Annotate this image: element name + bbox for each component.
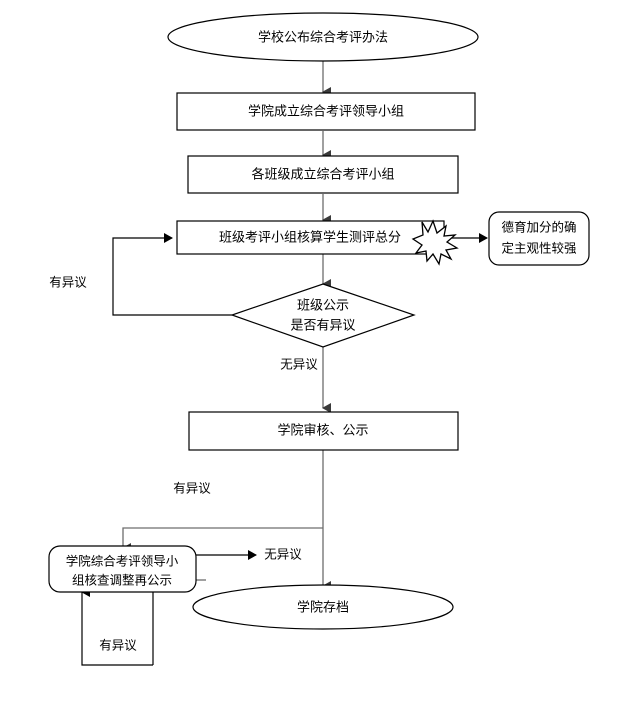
burst-icon — [411, 219, 459, 266]
node-note-moral-line2: 定主观性较强 — [501, 241, 577, 256]
node-end-label: 学院存档 — [297, 600, 349, 616]
node-college-review-label: 学院审核、公示 — [277, 423, 368, 439]
node-college-recheck-line1: 学院综合考评领导小 — [66, 554, 179, 569]
edge-label-no-objection-college: 无异议 — [264, 547, 302, 562]
node-class-publicity-line1: 班级公示 — [297, 299, 349, 314]
node-college-recheck-shape — [48, 545, 197, 593]
edge-objection-loop-to-recheck — [81, 587, 153, 666]
node-college-group-label: 学院成立综合考评领导小组 — [248, 104, 404, 120]
node-start-shape — [167, 12, 479, 62]
node-class-publicity-line2: 是否有异议 — [290, 319, 355, 334]
edge-objection-back-to-class-score — [112, 233, 232, 316]
node-note-moral-line1: 德育加分的确 — [501, 220, 576, 235]
node-college-recheck-line2: 组核查调整再公示 — [72, 573, 172, 588]
node-college-group-shape — [176, 92, 476, 131]
node-note-moral-shape — [488, 211, 590, 266]
edge-label-objection-recheck: 有异议 — [99, 638, 137, 653]
node-start-label: 学校公布综合考评办法 — [258, 30, 388, 46]
edge-label-objection-class: 有异议 — [49, 275, 87, 290]
node-college-review-shape — [188, 411, 459, 451]
node-class-score-label: 班级考评小组核算学生测评总分 — [219, 230, 401, 246]
edge-objection-to-college-recheck — [122, 527, 323, 553]
node-class-group-label: 各班级成立综合考评小组 — [251, 167, 394, 183]
node-class-score-shape — [176, 220, 445, 255]
node-end-shape — [192, 584, 454, 630]
node-class-group-shape — [187, 155, 459, 194]
edge-label-no-objection-class: 无异议 — [280, 357, 318, 372]
node-class-publicity-shape — [230, 283, 416, 348]
edge-label-objection-college: 有异议 — [173, 481, 211, 496]
